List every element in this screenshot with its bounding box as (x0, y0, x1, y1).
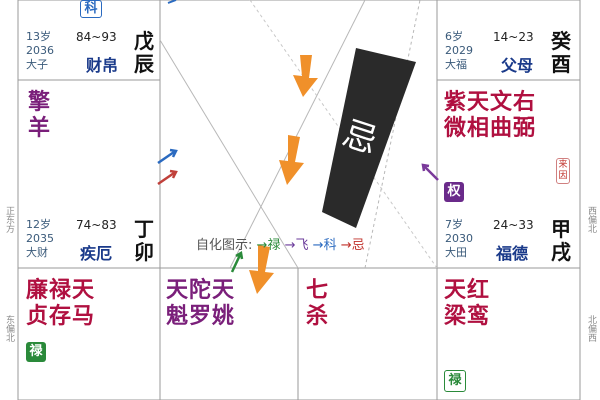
bottom-palace-2-row2: 魁罗姚 (166, 304, 236, 329)
decade-label: 大财 (26, 246, 48, 259)
legend-arrow-ji: → (340, 238, 352, 253)
year-label: 2036 (26, 44, 54, 57)
legend-arrow-ke: → (312, 238, 324, 253)
side-label-right-lower: 北偏西 (586, 315, 596, 342)
year-label: 2029 (445, 44, 473, 57)
side-label-left-lower: 东偏北 (4, 315, 14, 342)
earthly-branch: 卯 (134, 240, 154, 264)
year-label: 2030 (445, 232, 473, 245)
age-range: 24~33 (493, 218, 534, 232)
year-label: 2035 (26, 232, 54, 245)
bottom-palace-2-row1: 天陀天 (166, 278, 236, 303)
side-label-right-upper: 西偏北 (586, 206, 596, 233)
legend-fei: 飞 (295, 238, 309, 253)
age-label: 13岁 (26, 30, 51, 43)
ke-hua-tag: 科 (80, 0, 102, 18)
decade-label: 大福 (445, 58, 467, 71)
ji-banner-shape (322, 48, 416, 228)
bottom-palace-3-row1: 七 (306, 278, 330, 303)
bottom-palace-1-row2: 贞存马 (26, 304, 96, 329)
heavenly-stem: 甲 (551, 217, 571, 241)
heavenly-stem: 丁 (134, 217, 154, 241)
legend-arrow-lu: → (256, 238, 268, 253)
legend-arrow-fei: → (284, 238, 296, 253)
legend-lu: 禄 (267, 238, 281, 253)
legend-ke: 科 (323, 238, 337, 253)
palace-name: 福德 (496, 244, 529, 263)
stars-row-1: 紫天文右 (444, 90, 537, 115)
quan-hua-tag: 权 (444, 182, 464, 202)
legend-label: 自化图示: (196, 238, 253, 253)
bottom-palace-1-row1: 廉禄天 (26, 278, 96, 303)
palace-name: 疾厄 (80, 244, 113, 263)
palace-name: 财帛 (86, 56, 119, 75)
decade-label: 大子 (26, 58, 48, 71)
lu-hua-tag: 禄 (26, 342, 46, 362)
star-qingyang-1: 擎 (28, 90, 52, 115)
earthly-branch: 辰 (134, 52, 154, 76)
age-range: 74~83 (76, 218, 117, 232)
self-hua-legend: 自化图示: →禄 →飞 →科 →忌 (196, 234, 365, 253)
age-label: 12岁 (26, 218, 51, 231)
orange-arrows (249, 55, 318, 294)
bottom-palace-4-row1: 天红 (444, 278, 491, 303)
age-range: 14~23 (493, 30, 534, 44)
palace-name: 父母 (501, 56, 534, 75)
star-qingyang-2: 羊 (28, 116, 52, 141)
side-label-left-upper: 正东方 (4, 206, 14, 233)
lu-hua-tag: 禄 (444, 370, 466, 392)
bottom-palace-4-row2: 梁鸾 (444, 304, 491, 329)
heavenly-stem: 戊 (134, 29, 154, 53)
earthly-branch: 酉 (551, 52, 571, 76)
stars-row-2: 微相曲弼 (444, 116, 537, 141)
age-label: 6岁 (445, 30, 463, 43)
age-label: 7岁 (445, 218, 463, 231)
bottom-palace-3-row2: 杀 (306, 304, 330, 329)
decade-label: 大田 (445, 246, 467, 259)
heavenly-stem: 癸 (551, 29, 571, 53)
earthly-branch: 戌 (551, 240, 571, 264)
legend-ji: 忌 (351, 238, 365, 253)
age-range: 84~93 (76, 30, 117, 44)
laiyin-badge: 来因 (556, 158, 570, 184)
